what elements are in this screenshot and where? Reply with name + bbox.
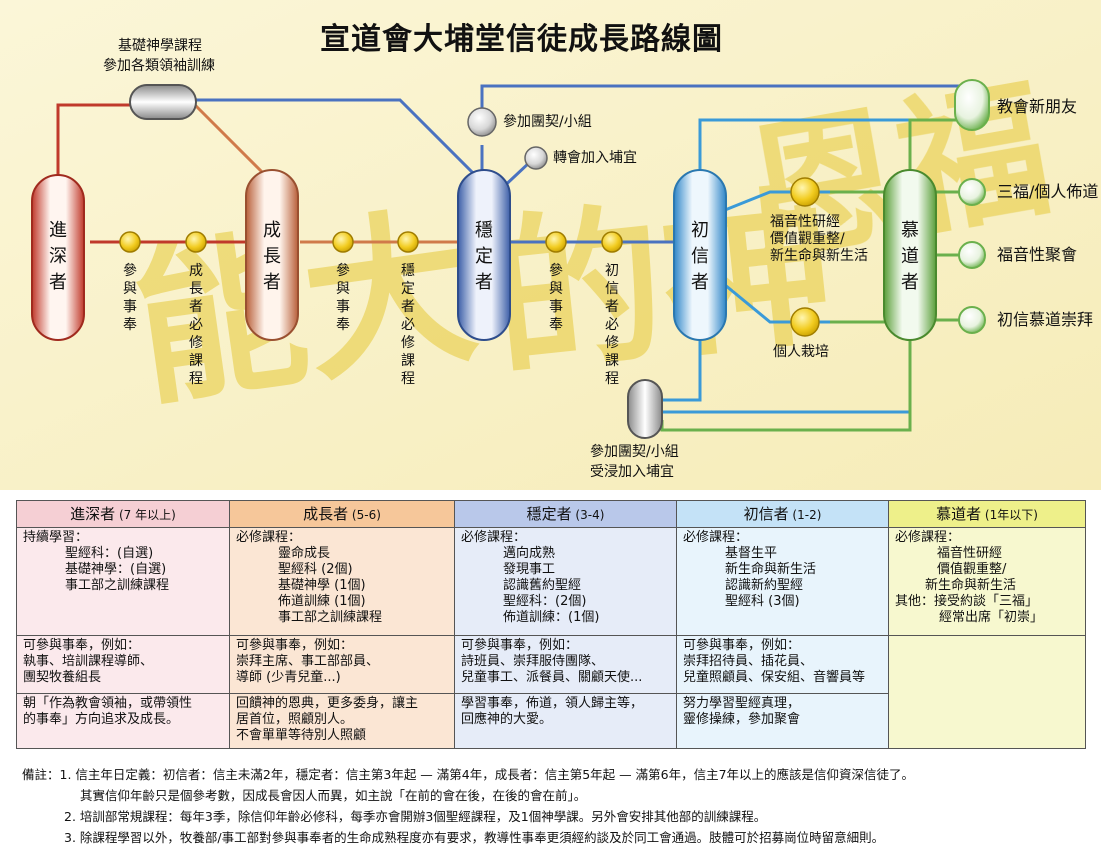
serve1-node <box>119 231 141 253</box>
pill-seeker-label: 慕道者 <box>901 220 919 293</box>
serve3-label: 參與事奉 <box>549 263 563 333</box>
personal-care-label: 個人栽培 <box>773 344 829 360</box>
pill-stable <box>457 169 511 341</box>
pill-stable-label: 穩定者 <box>475 220 493 293</box>
serve3-node <box>545 231 567 253</box>
baptism-label-line1: 參加團契/小組 <box>590 444 679 460</box>
gospel-meeting-label: 福音性聚會 <box>997 245 1078 264</box>
cyan-line-top <box>698 118 910 175</box>
goal-cell-new: 努力學習聖經真理， 靈修操練，參加聚會 <box>676 693 889 749</box>
join-group-label: 參加團契/小組 <box>503 114 592 130</box>
beginner-worship-node <box>958 306 986 334</box>
baptism-label-line2: 受浸加入埔宜 <box>590 464 674 480</box>
table-row-courses: 持續學習： 聖經科：(自選) 基礎神學：(自選) 事工部之訓練課程 必修課程： … <box>16 527 1086 636</box>
required3-node <box>601 231 623 253</box>
pill-growing <box>245 169 299 341</box>
new-friends-capsule <box>954 79 990 131</box>
required1-node <box>185 231 207 253</box>
course-cell-deep: 持續學習： 聖經科：(自選) 基礎神學：(自選) 事工部之訓練課程 <box>16 527 230 636</box>
course-capsule <box>129 84 197 120</box>
blue-line-course <box>195 98 482 182</box>
pill-deep <box>31 174 85 341</box>
sanfu-node <box>958 178 986 206</box>
pill-growing-label: 成長者 <box>263 220 281 293</box>
service-cell-stable: 可參與事奉，例如： 詩班員、崇拜服侍團隊、 兒童事工、派餐員、關顧天使... <box>454 635 677 694</box>
pill-new-label: 初信者 <box>691 220 709 293</box>
service-cell-deep: 可參與事奉，例如： 執事、培訓課程導師、 團契牧養組長 <box>16 635 230 694</box>
personal-care-node <box>790 307 820 337</box>
course-cell-new: 必修課程： 基督生平 新生命與新生活 認識新約聖經 聖經科 (3個) <box>676 527 889 636</box>
note-1b: 其實信仰年齡只是個參考數，因成長會因人而異，如主說「在前的會在後，在後的會在前」… <box>80 788 587 803</box>
required1-label: 成長者必修課程 <box>189 263 203 387</box>
gospel-study-label-1: 福音性研經 <box>770 214 840 230</box>
new-friends-label: 教會新朋友 <box>997 97 1078 116</box>
orange-line-course <box>193 103 272 182</box>
goal-cell-deep: 朝「作為教會領袖，或帶領性 的事奉」方向追求及成長。 <box>16 693 230 749</box>
required2-node <box>397 231 419 253</box>
pill-new <box>673 169 727 341</box>
transfer-node <box>524 146 548 170</box>
gold-nodes <box>119 177 820 337</box>
table-row-goals: 朝「作為教會領袖，或帶領性 的事奉」方向追求及成長。 回饋神的恩典，更多委身，讓… <box>16 693 1086 749</box>
required2-label: 穩定者必修課程 <box>401 263 415 387</box>
serve2-node <box>332 231 354 253</box>
cyan-line-bottom <box>662 315 702 402</box>
course-cell-growing: 必修課程： 靈命成長 聖經科 (2個) 基礎神學 (1個) 佈道訓練 (1個) … <box>229 527 455 636</box>
goal-cell-growing: 回饋神的恩典，更多委身，讓主 居首位，照顧別人。 不會單單等待別人照顧 <box>229 693 455 749</box>
seeker-empty-cell <box>888 635 1086 749</box>
svg-text:的神: 的神 <box>483 166 842 400</box>
required3-label: 初信者必修課程 <box>605 263 619 387</box>
beginner-worship-label: 初信慕道崇拜 <box>997 310 1094 329</box>
table-header-row: 進深者 (7 年以上) 成長者 (5-6) 穩定者 (3-4) 初信者 (1-2… <box>16 500 1086 528</box>
svg-text:能大: 能大 <box>123 185 488 430</box>
service-cell-growing: 可參與事奉，例如： 崇拜主席、事工部部員、 導師 (少青兒童...) <box>229 635 455 694</box>
gospel-study-label-3: 新生命與新生活 <box>770 248 868 264</box>
course-label-line2: 參加各類領袖訓練 <box>103 58 215 74</box>
note-2: 2. 培訓部常規課程：每年3季，除信仰年齡必修科，每季亦會開辦3個聖經課程，及1… <box>64 809 767 824</box>
header-deep: 進深者 (7 年以上) <box>16 500 230 528</box>
header-new: 初信者 (1-2) <box>676 500 889 528</box>
header-seeker: 慕道者 (1年以下) <box>888 500 1086 528</box>
green-line-top <box>908 118 960 175</box>
header-stable: 穩定者 (3-4) <box>454 500 677 528</box>
serve1-label: 參與事奉 <box>123 263 137 333</box>
pill-deep-label: 進深者 <box>49 220 67 293</box>
header-growing: 成長者 (5-6) <box>229 500 455 528</box>
table-row-service: 可參與事奉，例如： 執事、培訓課程導師、 團契牧養組長 可參與事奉，例如： 崇拜… <box>16 635 1086 749</box>
gospel-study-label-2: 價值觀重整/ <box>770 231 845 247</box>
gospel-study-node <box>790 177 820 207</box>
goal-cell-stable: 學習事奉，佈道，領人歸主等， 回應神的大愛。 <box>454 693 677 749</box>
service-cell-new: 可參與事奉，例如： 崇拜招待員、插花員、 兒童照顧員、保安組、音響員等 <box>676 635 889 694</box>
notes-section: 備註：1. 信主年日定義：初信者：信主未滿2年，穩定者：信主第3年起 — 滿第4… <box>22 764 914 848</box>
join-group-node <box>467 107 497 137</box>
red-line-to-course <box>56 103 135 205</box>
growth-stage-table: 進深者 (7 年以上) 成長者 (5-6) 穩定者 (3-4) 初信者 (1-2… <box>16 500 1086 749</box>
page-title: 宣道會大埔堂信徒成長路線圖 <box>320 22 723 57</box>
pill-seeker <box>883 169 937 341</box>
background-calligraphy: 能大 的神 恩福 <box>123 60 1062 431</box>
growth-roadmap-diagram: 能大 的神 恩福 <box>0 0 1101 490</box>
sanfu-label: 三福/個人佈道 <box>997 182 1099 201</box>
course-label-line1: 基礎神學課程 <box>118 38 202 54</box>
course-cell-seeker: 必修課程： 福音性研經 價值觀重整/ 新生命與新生活 其他：接受約談「三福」 經… <box>888 527 1086 636</box>
transfer-label: 轉會加入埔宜 <box>553 150 637 166</box>
roadmap-graphic: 能大 的神 恩福 <box>0 0 1101 490</box>
course-cell-stable: 必修課程： 邁向成熟 發現事工 認識舊約聖經 聖經科：(2個) 佈道訓練：(1個… <box>454 527 677 636</box>
note-3: 3. 除課程學習以外，牧養部/事工部對參與事奉者的生命成熟程度亦有要求，教導性事… <box>64 830 885 845</box>
note-1: 備註：1. 信主年日定義：初信者：信主未滿2年，穩定者：信主第3年起 — 滿第4… <box>22 767 915 782</box>
serve2-label: 參與事奉 <box>336 263 350 333</box>
gospel-meeting-node <box>958 241 986 269</box>
baptism-capsule <box>627 379 663 439</box>
